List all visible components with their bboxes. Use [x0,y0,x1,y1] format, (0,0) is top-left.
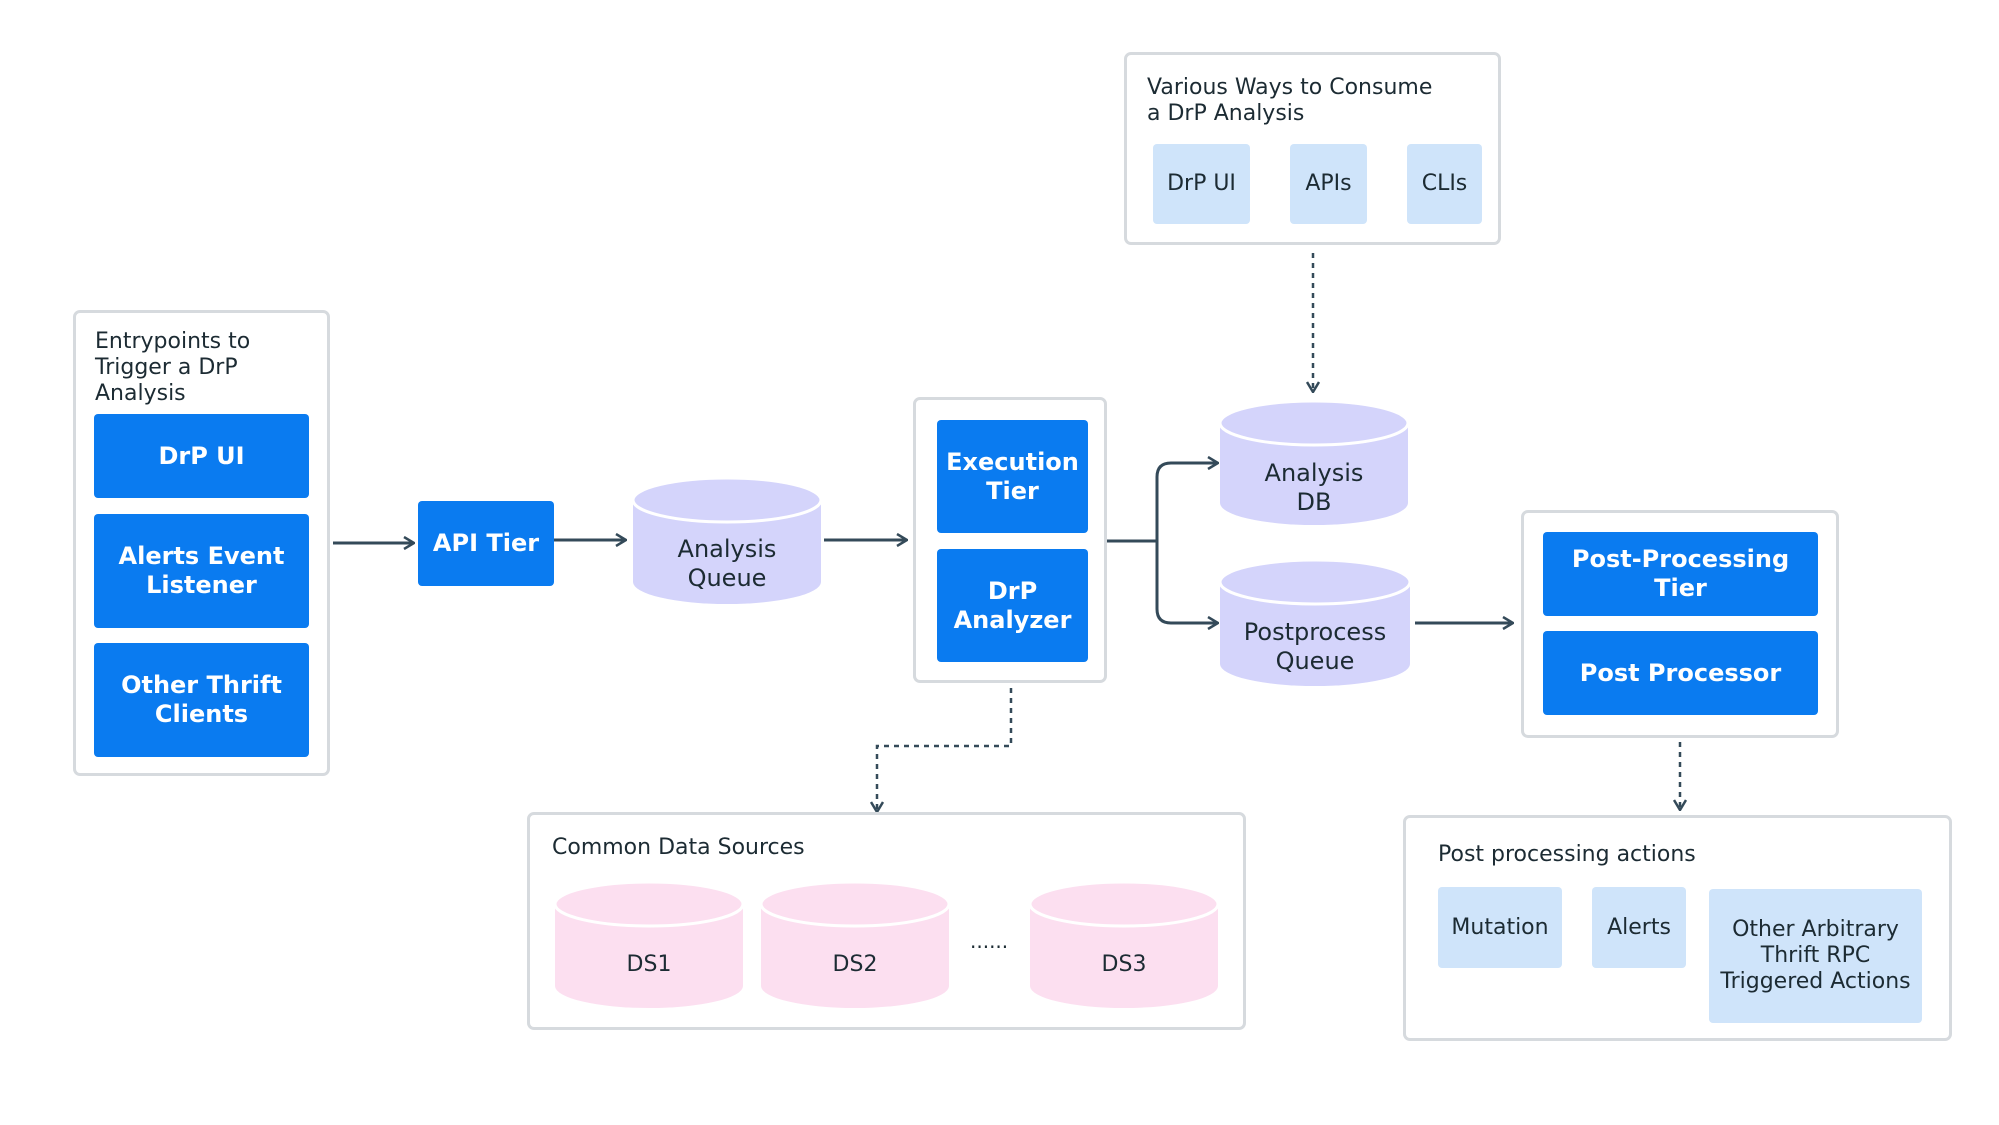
data-sources-panel: Common Data Sources DS1 DS2 ...... DS3 [527,812,1246,1030]
data-source-ds2: DS2 [759,880,951,1010]
data-source-ds3: DS3 [1028,880,1220,1010]
cylinder-shape [1028,880,1220,1008]
cylinder-shape [759,880,951,1008]
post-actions-title: Post processing actions [1438,842,1696,867]
post-processor-box[interactable]: Post Processor [1543,631,1818,715]
entrypoint-other-thrift-clients[interactable]: Other Thrift Clients [94,643,309,757]
consume-title: Various Ways to Consume a DrP Analysis [1147,75,1433,126]
action-alerts[interactable]: Alerts [1592,887,1686,968]
postprocess-queue-label: Postprocess Queue [1243,618,1387,675]
post-actions-panel: Post processing actions Mutation Alerts … [1403,815,1952,1041]
entrypoint-alerts-event-listener[interactable]: Alerts Event Listener [94,514,309,628]
analysis-db-label: Analysis DB [1264,459,1364,516]
postprocess-queue-cylinder: Postprocess Queue [1218,558,1412,688]
ds3-label: DS3 [1101,952,1147,977]
action-other-arbitrary-thrift-rpc[interactable]: Other Arbitrary Thrift RPC Triggered Act… [1709,889,1922,1023]
data-source-ds1: DS1 [553,880,745,1010]
execution-tier-box[interactable]: Execution Tier [937,420,1088,533]
analysis-db-cylinder: Analysis DB [1218,399,1410,527]
entrypoints-panel: Entrypoints to Trigger a DrP Analysis Dr… [73,310,330,776]
analysis-queue-label: Analysis Queue [677,535,777,592]
post-processing-panel: Post-Processing Tier Post Processor [1521,510,1839,738]
executor-panel: Execution Tier DrP Analyzer [913,397,1107,683]
arrow-branch-to-analysis-db [1155,463,1218,541]
api-tier-box[interactable]: API Tier [418,501,554,586]
consume-panel: Various Ways to Consume a DrP Analysis D… [1124,52,1501,245]
cylinder-shape [1218,558,1412,686]
dashed-arrow-executor-to-datasources [877,688,1013,812]
cylinder-shape [553,880,745,1008]
data-sources-ellipsis: ...... [970,929,1009,953]
entrypoint-drp-ui[interactable]: DrP UI [94,414,309,498]
ds2-label: DS2 [832,952,878,977]
consume-drp-ui[interactable]: DrP UI [1153,144,1250,224]
data-sources-title: Common Data Sources [552,835,805,860]
action-mutation[interactable]: Mutation [1438,887,1562,968]
entrypoints-title: Entrypoints to Trigger a DrP Analysis [95,329,251,406]
cylinder-shape [1218,399,1410,525]
analysis-queue-cylinder: Analysis Queue [631,476,823,606]
cylinder-shape [631,476,823,604]
consume-apis[interactable]: APIs [1290,144,1367,224]
ds1-label: DS1 [626,952,672,977]
arrow-branch-to-postprocess-queue [1155,541,1218,623]
post-processing-tier-box[interactable]: Post-Processing Tier [1543,532,1818,616]
drp-analyzer-box[interactable]: DrP Analyzer [937,549,1088,662]
consume-clis[interactable]: CLIs [1407,144,1482,224]
